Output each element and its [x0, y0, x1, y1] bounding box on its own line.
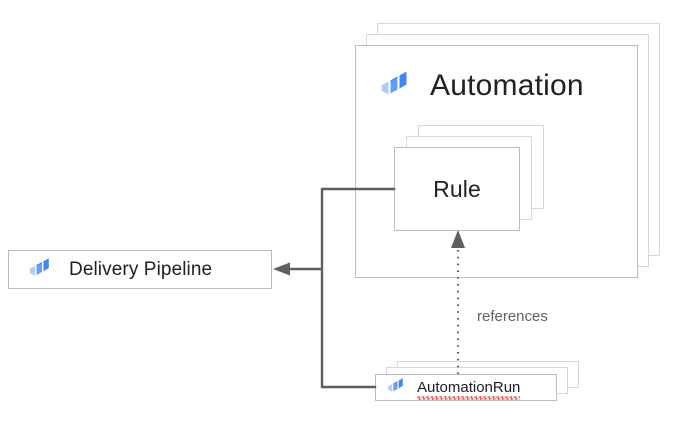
rule-label: Rule	[433, 175, 481, 202]
automation-header: Automation	[378, 66, 584, 105]
delivery-pipeline-label: Delivery Pipeline	[69, 258, 213, 280]
automation-title: Automation	[430, 68, 584, 102]
cloud-deploy-icon	[378, 66, 412, 105]
delivery-pipeline-card[interactable]: Delivery Pipeline	[8, 250, 272, 289]
cloud-deploy-icon	[386, 375, 406, 400]
cloud-deploy-icon	[27, 254, 53, 285]
arrowhead-delivery-pipeline	[273, 262, 290, 276]
automation-run-card[interactable]: AutomationRun	[375, 374, 557, 401]
references-edge-label: references	[477, 308, 548, 325]
automation-run-label: AutomationRun	[417, 378, 521, 400]
rule-card[interactable]: Rule	[394, 147, 520, 231]
